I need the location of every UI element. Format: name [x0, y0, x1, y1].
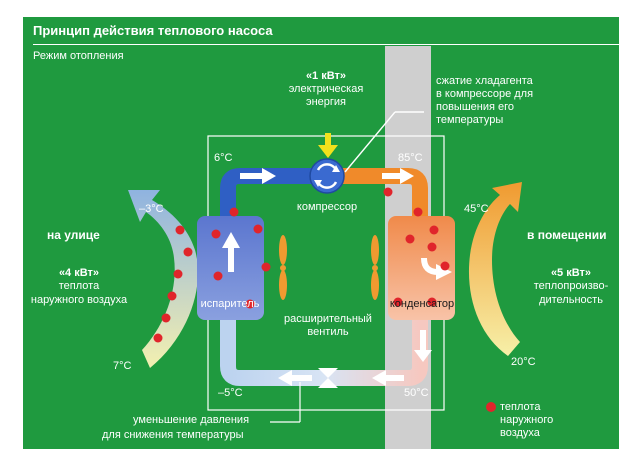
heat-pump-diagram	[128, 46, 522, 449]
compression-note-line3: повышения его	[436, 101, 515, 113]
legend-line1: теплота	[500, 401, 541, 413]
outside-temp-out: –3°C	[139, 203, 164, 215]
condenser-label: конденсатор	[389, 298, 455, 310]
heat-dots	[153, 187, 496, 412]
compressor-label: компрессор	[296, 201, 358, 213]
outside-heading: на улице	[47, 228, 100, 242]
diagram-panel: Принцип действия теплового насоса Режим …	[23, 17, 619, 449]
mode-label: Режим отопления	[33, 50, 124, 62]
pressure-note-line1: уменьшение давления	[133, 414, 250, 426]
inside-power: «5 кВт»	[550, 267, 592, 279]
condenser-unit	[388, 216, 455, 320]
pressure-note-line2: для снижения температуры	[102, 429, 244, 441]
liquid-pipe	[220, 318, 428, 386]
energy-power: «1 кВт»	[305, 70, 347, 82]
temp-top-right: 85°C	[398, 152, 423, 164]
title-rule	[33, 44, 619, 45]
valve-label-line2: вентиль	[307, 326, 349, 338]
outside-desc-line1: теплота	[58, 280, 100, 292]
outside-power: «4 кВт»	[58, 267, 100, 279]
compression-note-line2: в компрессоре для	[436, 88, 534, 100]
legend-line3: воздуха	[500, 427, 540, 439]
inside-temp-out: 45°C	[464, 203, 489, 215]
inside-air-arrow	[468, 182, 522, 356]
temp-bottom-right: 50°C	[404, 387, 429, 399]
legend-line2: наружного	[500, 414, 554, 426]
expansion-valve-icon	[318, 368, 338, 378]
compression-note-line1: сжатие хладагента	[436, 75, 533, 87]
energy-arrow-icon	[325, 133, 331, 147]
outside-temp-in: 7°C	[113, 360, 132, 372]
inside-temp-in: 20°C	[511, 356, 536, 368]
valve-label-line1: расширительный	[284, 313, 372, 325]
outside-air-arrow	[128, 190, 198, 368]
energy-line1: электрическая	[288, 83, 364, 95]
temp-top-left: 6°C	[214, 152, 233, 164]
legend-dot	[486, 402, 496, 412]
inside-desc-line2: дительность	[539, 294, 603, 306]
inside-desc-line1: теплопроизво-	[533, 280, 609, 292]
diagram-title: Принцип действия теплового насоса	[33, 23, 273, 38]
temp-bottom-left: –5°C	[218, 387, 243, 399]
energy-line2: энергия	[305, 96, 347, 108]
outside-desc-line2: наружного воздуха	[30, 294, 128, 306]
condenser-fan-icon	[371, 235, 379, 300]
compression-note-line4: температуры	[436, 114, 504, 126]
evaporator-label: испаритель	[200, 298, 260, 310]
inside-heading: в помещении	[527, 228, 607, 242]
flow-arrows	[222, 168, 452, 386]
evaporator-fan-icon	[279, 235, 287, 300]
compression-leader	[344, 111, 396, 173]
